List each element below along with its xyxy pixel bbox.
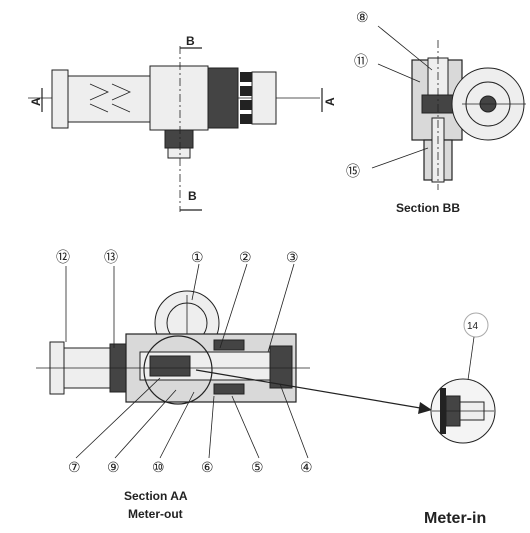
- knob: [207, 67, 239, 129]
- callout-15: ⑮: [346, 164, 360, 180]
- leader-14: [467, 336, 475, 381]
- leader-4: [279, 383, 309, 459]
- cut-mark-a-left: A: [29, 97, 43, 106]
- aa-detail-circle: [143, 335, 213, 405]
- leader-7: [75, 377, 161, 459]
- knob-cap: [251, 71, 277, 125]
- aa-check-valve: [149, 355, 191, 377]
- aa-knob-end: [269, 345, 293, 389]
- cut-mark-b-top: B: [186, 34, 195, 48]
- meter-in-label: Meter-in: [424, 510, 486, 527]
- callout-2: ②: [239, 251, 252, 266]
- section-bb-view: ⑧ ⑪ ⑮ Section BB: [346, 11, 526, 215]
- leader-9: [114, 389, 177, 459]
- leader-5: [231, 395, 260, 459]
- callout-12: ⑫: [56, 250, 70, 266]
- callout-1: ①: [191, 251, 204, 266]
- leader-15: [371, 147, 429, 169]
- meter-out-label: Meter-out: [128, 507, 183, 521]
- detail-arrowhead: [418, 402, 432, 414]
- knob-rib: [240, 114, 252, 124]
- callout-14: 14: [467, 321, 479, 332]
- body-detail: [89, 83, 131, 113]
- leader-6: [208, 395, 215, 459]
- callout-4: ④: [300, 461, 313, 476]
- leader-8: [377, 25, 433, 71]
- leader-2: [219, 263, 248, 349]
- external-view: B B A A: [28, 34, 337, 212]
- aa-upper-seal: [213, 339, 245, 351]
- knob-rib: [240, 72, 252, 82]
- leader-11: [377, 63, 421, 83]
- bottom-port-tip: [167, 147, 191, 159]
- bb-bore: [431, 117, 445, 183]
- body-tube: [67, 75, 151, 123]
- callout-14-bubble: [463, 312, 489, 338]
- leader-3: [267, 263, 295, 353]
- callout-7: ⑦: [68, 461, 81, 476]
- callout-10: ⑩: [152, 461, 165, 476]
- section-aa-view: ⑫ ⑬ ① ② ③ ⑦ ⑨ ⑩ ⑥ ⑤ ④ Section AA Meter-o…: [36, 250, 433, 521]
- knob-rib: [240, 100, 252, 110]
- leader-1: [191, 263, 200, 301]
- cut-mark-b-bottom: B: [188, 189, 197, 203]
- section-bb-label: Section BB: [396, 201, 460, 215]
- left-flange: [51, 69, 69, 129]
- callout-9: ⑨: [107, 461, 120, 476]
- callout-3: ③: [286, 251, 299, 266]
- callout-11: ⑪: [354, 54, 368, 70]
- knob-rib: [240, 86, 252, 96]
- callout-6: ⑥: [201, 461, 214, 476]
- leader-10: [159, 391, 195, 459]
- callout-5: ⑤: [251, 461, 264, 476]
- section-aa-label: Section AA: [124, 489, 188, 503]
- cut-mark-a-right: A: [323, 97, 337, 106]
- detail-arrow: [195, 369, 433, 411]
- aa-lower-seal: [213, 383, 245, 395]
- main-housing: [149, 65, 209, 131]
- bottom-port: [164, 129, 194, 149]
- callout-13: ⑬: [104, 250, 118, 266]
- callout-8: ⑧: [356, 11, 369, 26]
- meter-in-detail: 14 Meter-in: [424, 312, 496, 527]
- bb-seat: [421, 94, 457, 114]
